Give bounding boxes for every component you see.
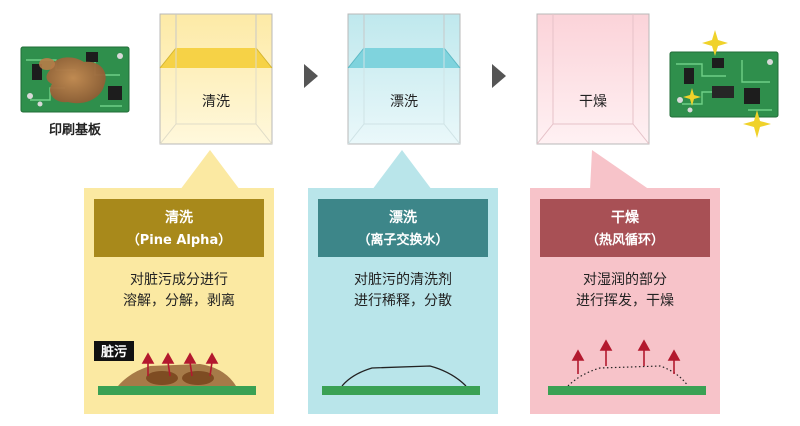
rinse-illustration (322, 365, 480, 395)
dry-panel-title: 干燥 (611, 209, 640, 226)
rinse-panel-subtitle: （离子交换水） (357, 232, 448, 248)
rinse-tank-label: 漂洗 (390, 94, 418, 110)
rinse-panel-desc-line2: 进行稀释，分散 (354, 293, 452, 309)
dirt-label-box (94, 341, 134, 361)
rinse-tank (347, 13, 461, 145)
dry-panel-subtitle: （热风循环） (586, 232, 664, 248)
dry-panel-desc-line2: 进行挥发，干燥 (576, 293, 674, 309)
sparkle-icon (702, 30, 728, 56)
wash-tank (159, 13, 273, 145)
arrow-right-icon (492, 64, 506, 88)
clean-pcb-image (669, 51, 779, 118)
dirty-pcb-image (20, 46, 130, 113)
wash-panel-desc-line1: 对脏污成分进行 (130, 272, 228, 288)
wash-panel-desc-line2: 溶解，分解，剥离 (123, 292, 235, 309)
dry-illustration (548, 339, 706, 395)
rinse-panel (308, 150, 498, 414)
sparkle-icon (683, 88, 701, 106)
dirt-label: 脏污 (101, 344, 127, 360)
pcb-label: 印刷基板 (49, 122, 102, 138)
wash-panel-subtitle: （Pine Alpha） (127, 232, 231, 248)
wash-tank-label: 清洗 (202, 94, 230, 110)
rinse-panel-title: 漂洗 (389, 209, 417, 226)
rinse-panel-desc-line1: 对脏污的清洗剂 (354, 272, 452, 288)
dry-panel-desc-line1: 对湿润的部分 (583, 272, 667, 288)
arrow-right-icon (304, 64, 318, 88)
dry-tank-label: 干燥 (579, 94, 607, 110)
sparkle-icon (743, 110, 771, 138)
dirt-illustration (98, 352, 256, 395)
dry-panel (530, 150, 720, 414)
dry-tank (536, 13, 650, 145)
wash-panel-title: 清洗 (165, 209, 193, 226)
